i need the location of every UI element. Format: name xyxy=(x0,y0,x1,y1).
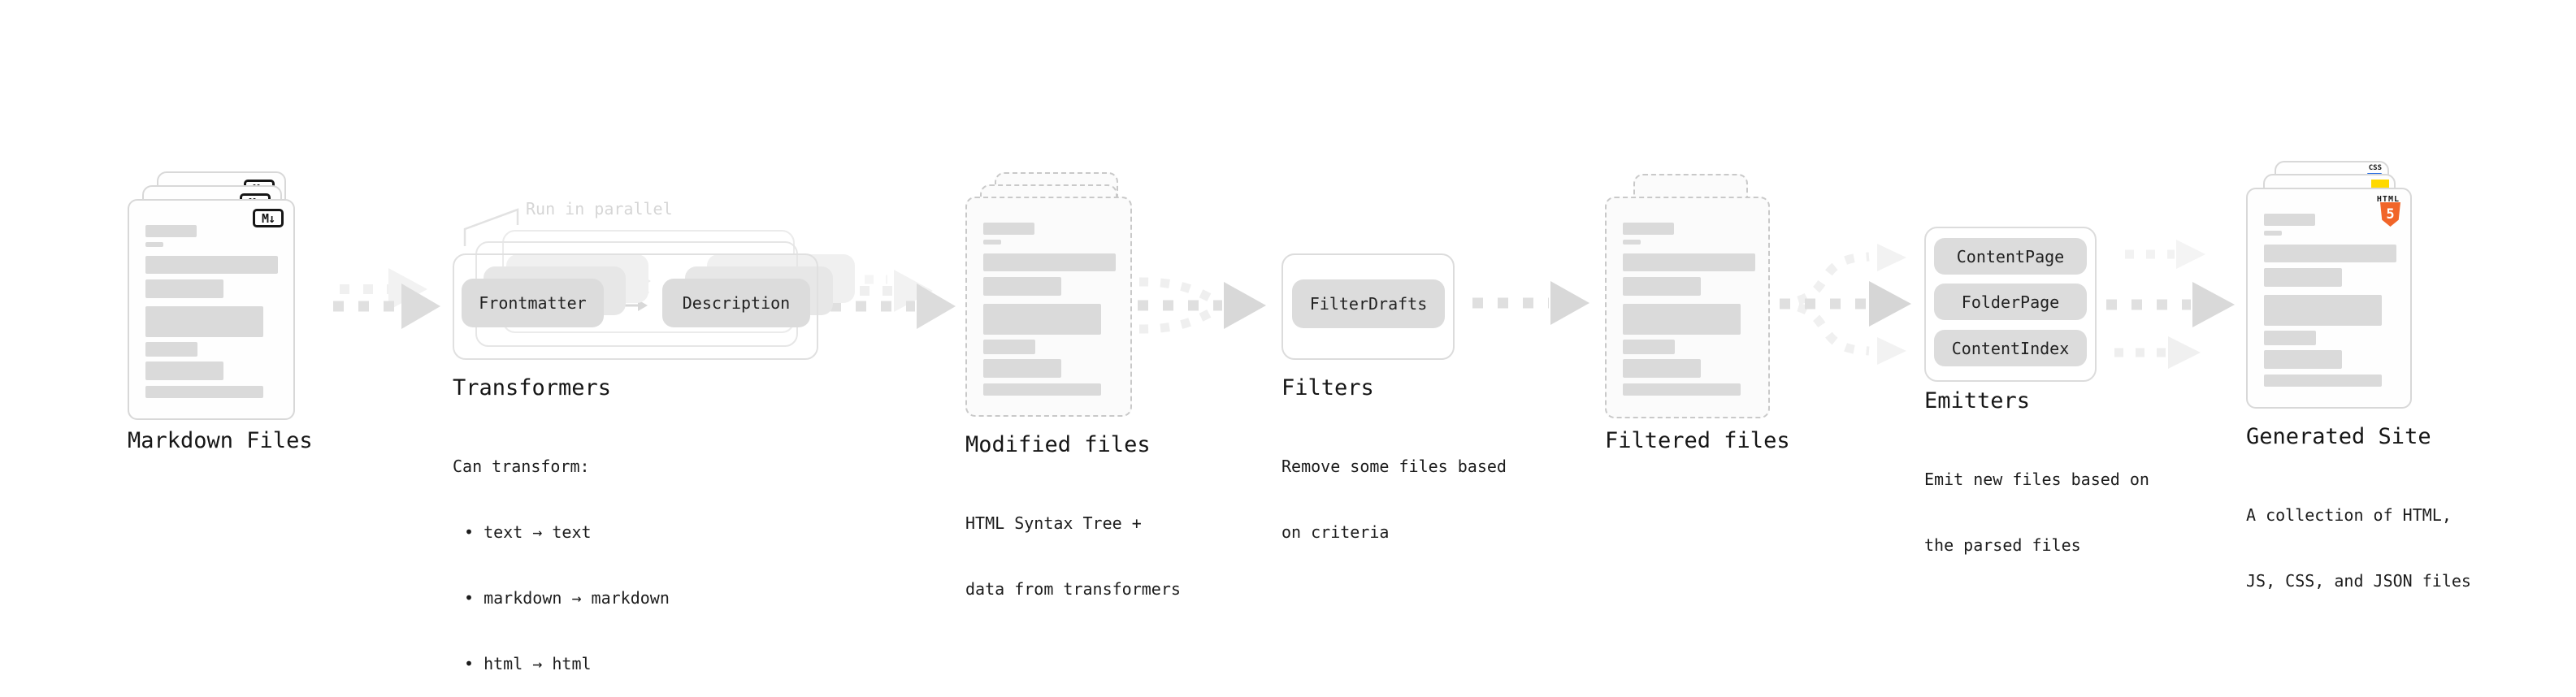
filters-desc-line: Remove some files based xyxy=(1281,457,1507,476)
transformers-label: Transformers xyxy=(453,375,612,400)
modified-files-description: HTML Syntax Tree + data from transformer… xyxy=(965,469,1181,622)
skeleton-bar xyxy=(1623,277,1701,296)
transformers-desc-line: • markdown → markdown xyxy=(464,588,670,608)
skeleton-bar xyxy=(983,277,1061,296)
run-in-parallel-note: Run in parallel xyxy=(526,199,673,219)
arrow-filters-to-filtered xyxy=(1472,281,1589,325)
transformers-desc-line: • html → html xyxy=(464,654,592,673)
arrow-emitters-to-generated xyxy=(2106,240,2235,369)
skeleton-bar xyxy=(1623,304,1741,335)
js-icon xyxy=(2371,180,2389,188)
filters-label: Filters xyxy=(1281,375,1374,400)
skeleton-bar xyxy=(983,223,1034,235)
markdown-file-card-front: M↓ xyxy=(128,199,295,420)
skeleton-bar xyxy=(2264,331,2316,345)
transformer-box-front xyxy=(453,253,818,360)
skeleton-bar xyxy=(145,242,163,247)
pipeline-canvas: { "stages": { "markdown": { "label": "Ma… xyxy=(128,161,2471,673)
skeleton-bar xyxy=(983,304,1101,335)
css-icon: CSS xyxy=(2368,164,2382,172)
skeleton-bar xyxy=(145,256,278,274)
skeleton-bar xyxy=(145,306,263,337)
modified-file-card-front xyxy=(965,197,1132,417)
generated-html-card: HTML 5 xyxy=(2246,188,2412,409)
filters-desc-line: on criteria xyxy=(1281,522,1390,542)
contentpage-pill: ContentPage xyxy=(1934,238,2087,275)
contentindex-pill: ContentIndex xyxy=(1934,330,2087,366)
generated-desc-line: JS, CSS, and JSON files xyxy=(2246,571,2471,591)
filters-description: Remove some files based on criteria xyxy=(1281,412,1507,565)
skeleton-bar xyxy=(1623,359,1701,378)
modified-files-label: Modified files xyxy=(965,432,1151,457)
skeleton-bar xyxy=(2264,268,2342,287)
filtered-files-label: Filtered files xyxy=(1605,428,1790,453)
transformers-desc-line: • text → text xyxy=(464,522,592,542)
skeleton-bar xyxy=(983,253,1116,271)
generated-site-description: A collection of HTML, JS, CSS, and JSON … xyxy=(2246,461,2471,614)
skeleton-bar xyxy=(1623,253,1755,271)
arrow-modified-to-filters xyxy=(1138,277,1266,334)
html5-wordmark: HTML xyxy=(2376,195,2400,204)
filtered-file-card-front xyxy=(1605,197,1770,418)
skeleton-bar xyxy=(2264,374,2382,387)
transformers-desc-line: Can transform: xyxy=(453,457,590,476)
skeleton-bar xyxy=(983,240,1001,245)
skeleton-bar xyxy=(145,225,197,237)
frontmatter-pill: Frontmatter xyxy=(462,279,604,327)
markdown-files-label: Markdown Files xyxy=(128,428,313,453)
skeleton-bar xyxy=(145,361,223,380)
description-pill: Description xyxy=(662,279,810,327)
arrow-markdown-to-transformers xyxy=(333,268,440,329)
skeleton-bar xyxy=(983,383,1101,396)
skeleton-bar xyxy=(145,386,263,398)
modified-desc-line: HTML Syntax Tree + xyxy=(965,513,1142,533)
arrow-filtered-to-emitters xyxy=(1780,244,1911,365)
folderpage-pill: FolderPage xyxy=(1934,284,2087,320)
skeleton-bar xyxy=(1623,240,1641,245)
generated-desc-line: A collection of HTML, xyxy=(2246,505,2452,525)
skeleton-bar xyxy=(1623,223,1674,235)
skeleton-bar xyxy=(2264,214,2315,226)
skeleton-bar xyxy=(983,340,1035,354)
markdown-icon: M↓ xyxy=(253,209,284,227)
skeleton-bar xyxy=(145,279,223,298)
skeleton-bar xyxy=(2264,245,2396,262)
skeleton-bar xyxy=(145,342,197,357)
skeleton-bar xyxy=(2264,231,2282,236)
transformers-description: Can transform: • text → text • markdown … xyxy=(453,412,670,697)
emitters-desc-line: Emit new files based on xyxy=(1924,470,2149,489)
filterdrafts-pill: FilterDrafts xyxy=(1292,279,1445,328)
generated-site-label: Generated Site xyxy=(2246,424,2431,449)
skeleton-bar xyxy=(1623,383,1741,396)
emitters-label: Emitters xyxy=(1924,388,2031,413)
skeleton-bar xyxy=(2264,295,2382,326)
skeleton-bar xyxy=(983,359,1061,378)
html5-shield-icon: 5 xyxy=(2380,202,2400,227)
modified-desc-line: data from transformers xyxy=(965,579,1181,599)
emitters-description: Emit new files based on the parsed files xyxy=(1924,425,2149,578)
skeleton-bar xyxy=(2264,350,2342,369)
skeleton-bar xyxy=(1623,340,1675,354)
emitters-desc-line: the parsed files xyxy=(1924,535,2081,555)
